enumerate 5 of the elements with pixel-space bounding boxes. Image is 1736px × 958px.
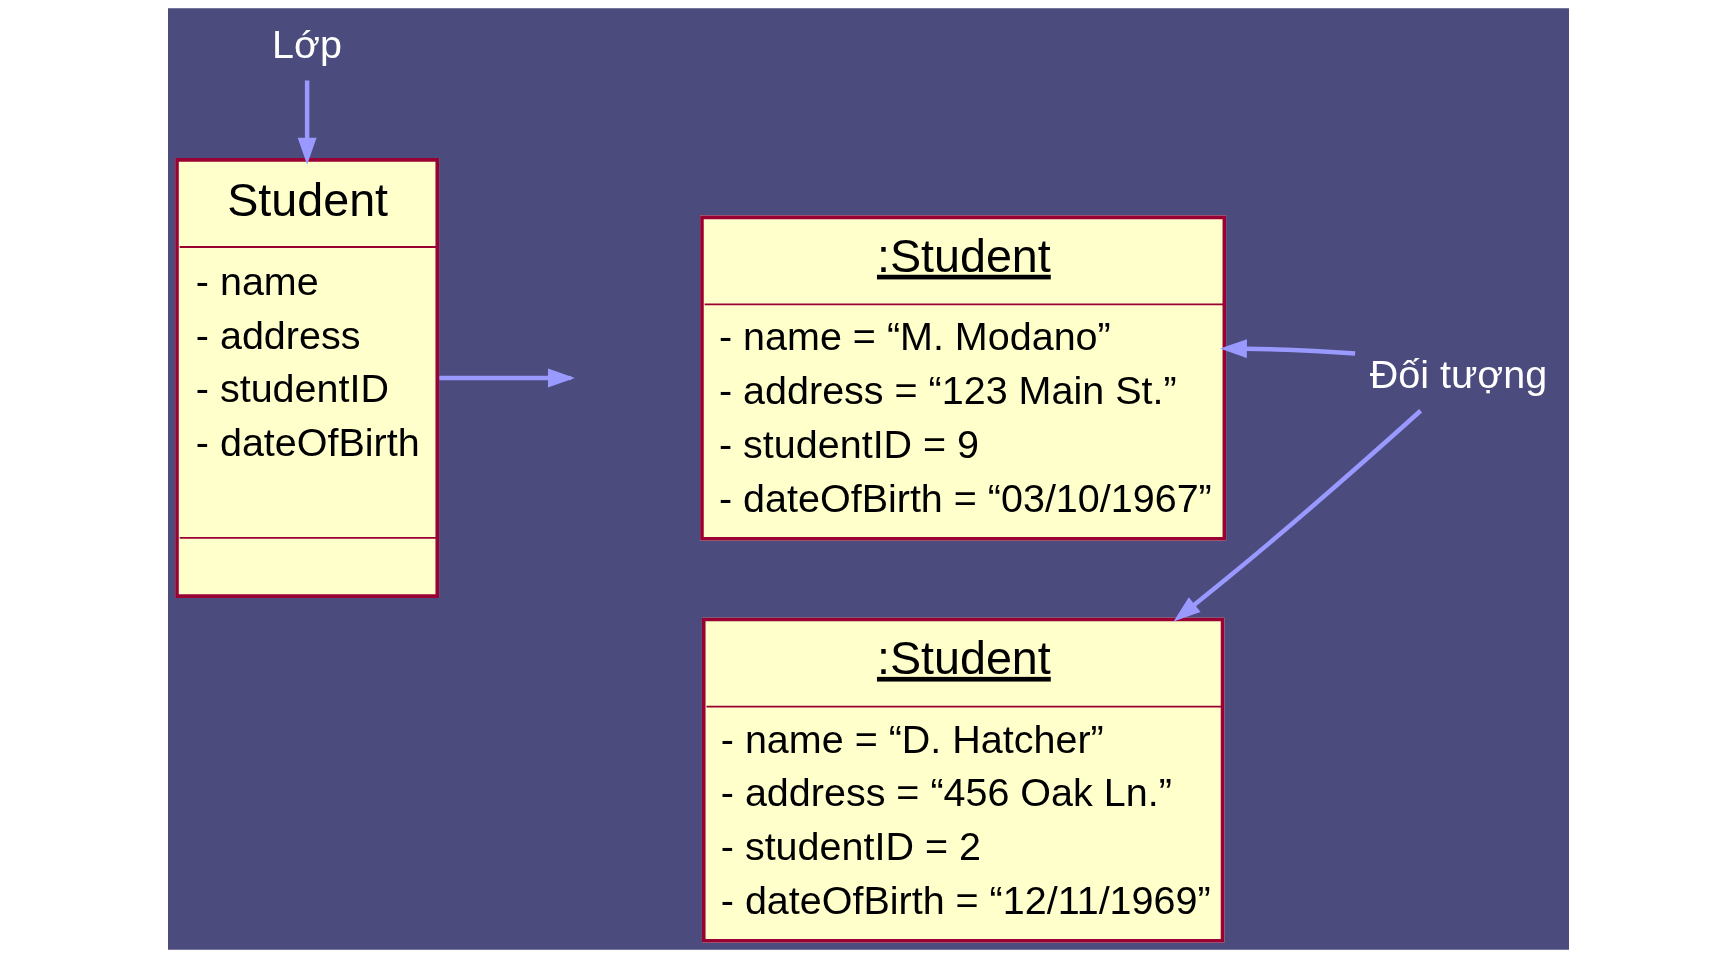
node-text: Đối tượng (1369, 352, 1547, 397)
node-text: Lớp (271, 21, 342, 66)
arrow (1219, 339, 1355, 359)
arrow (1173, 409, 1422, 622)
arrow (297, 80, 317, 165)
